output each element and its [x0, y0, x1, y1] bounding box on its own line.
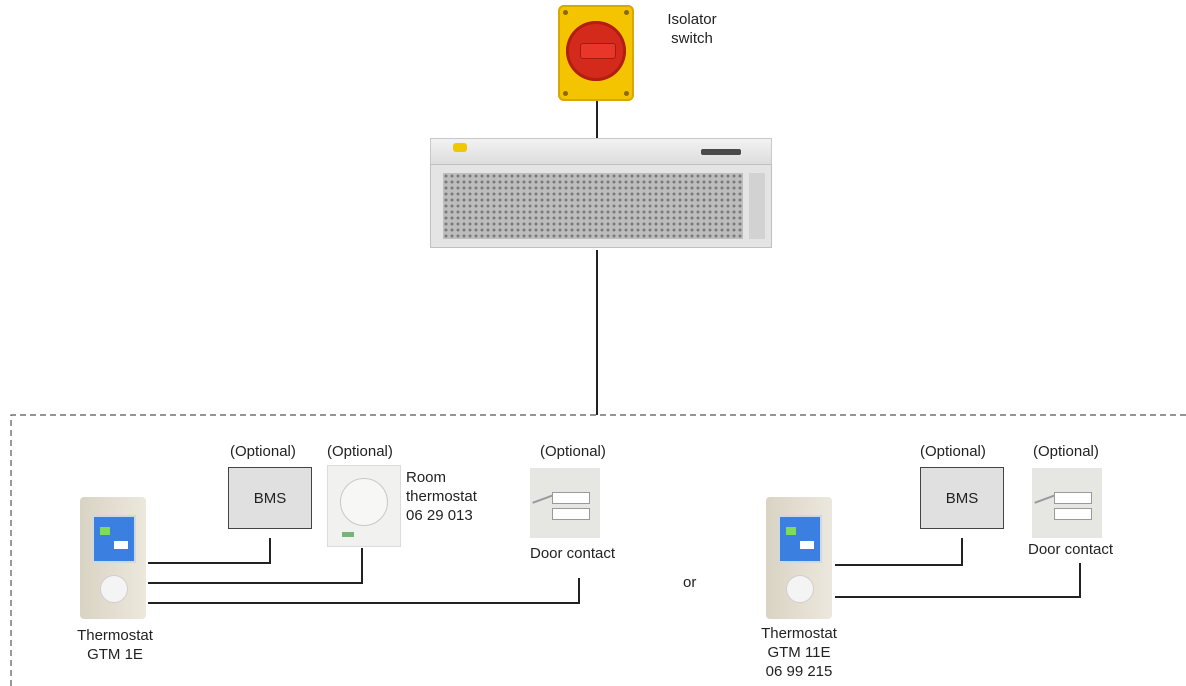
thermostat-to-bms-wire: [148, 538, 271, 564]
bms2-box: BMS: [920, 467, 1004, 529]
or-separator: or: [683, 574, 697, 591]
optional-zone-border: [10, 414, 1186, 686]
door-contact2-label: Door contact: [1028, 541, 1114, 558]
door-contact2-image: [1032, 468, 1102, 538]
thermostat-gtm-11e-image: [766, 497, 832, 619]
thermostat2-to-bms-wire: [835, 538, 963, 566]
isolator-switch-label: Isolator switch: [667, 11, 717, 47]
room-thermostat-label: Room thermostat 06 29 013: [406, 469, 477, 524]
bms-optional-label: (Optional): [230, 443, 296, 460]
door-contact-image: [530, 468, 600, 538]
bms2-optional-label: (Optional): [920, 443, 986, 460]
thermostat-to-room-thermostat-wire: [148, 548, 363, 584]
door-contact2-optional-label: (Optional): [1033, 443, 1099, 460]
thermostat-to-door-contact-wire: [148, 578, 580, 604]
room-thermostat-optional-label: (Optional): [327, 443, 393, 460]
thermostat2-to-door-contact-wire: [835, 563, 1081, 598]
thermostat-gtm-11e-label: Thermostat GTM 11E 06 99 215: [761, 625, 837, 680]
thermostat-gtm-1e-label: Thermostat GTM 1E: [77, 627, 153, 663]
air-curtain-unit-image: [430, 138, 772, 250]
thermostat-gtm-1e-image: [80, 497, 146, 619]
room-thermostat-image: [327, 465, 401, 547]
door-contact-label: Door contact: [530, 545, 616, 562]
bms-box: BMS: [228, 467, 312, 529]
isolator-switch-image: [558, 5, 634, 101]
door-contact-optional-label: (Optional): [540, 443, 606, 460]
